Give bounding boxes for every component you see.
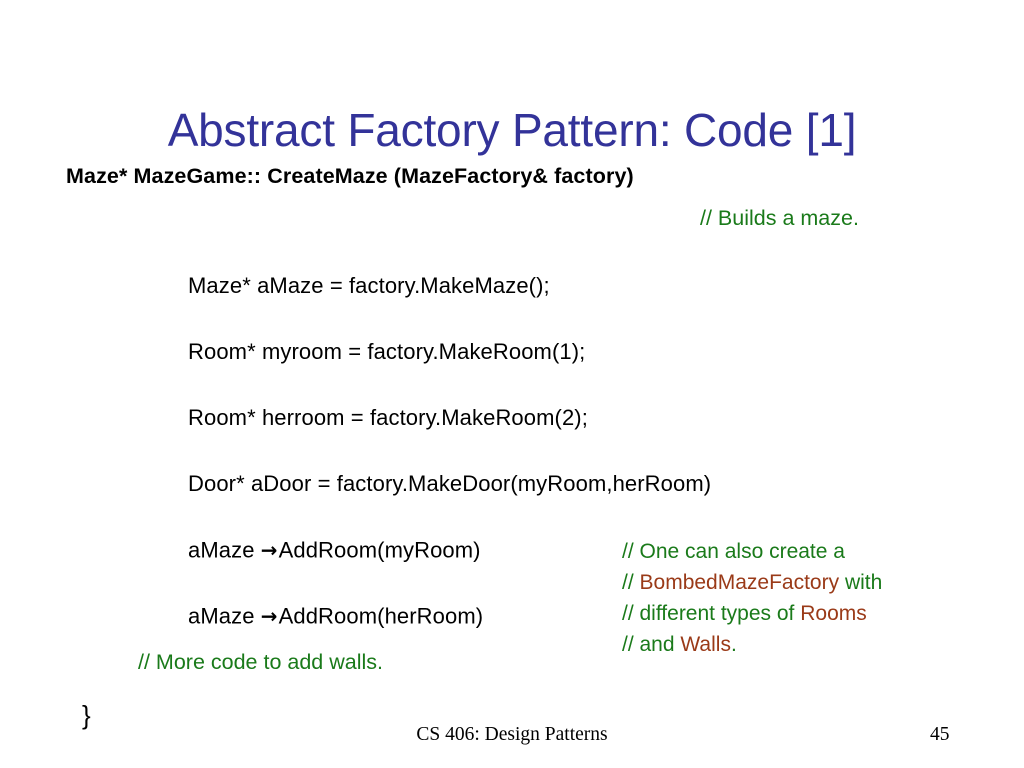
code-line-text: Door* aDoor = factory.MakeDoor(myRoom,he… (188, 471, 712, 496)
code-line-text: Room* herroom = factory.MakeRoom(2); (188, 405, 588, 430)
comment-text: . (730, 633, 737, 656)
comment-bombed-maze-factory: // One can also create a // BombedMazeFa… (622, 536, 882, 660)
code-line: aMaze →AddRoom(myRoom) (188, 536, 888, 602)
right-arrow-icon: → (260, 538, 278, 562)
code-line-text: Maze* aMaze = factory.MakeMaze(); (188, 273, 550, 298)
code-line: Maze* aMaze = factory.MakeMaze(); (188, 272, 888, 338)
footer-page-number: 45 (930, 724, 950, 745)
comment-line: // BombedMazeFactory with (622, 567, 882, 598)
closing-brace: } (82, 700, 91, 730)
code-line-receiver: aMaze (188, 603, 261, 629)
comment-text: // different types of (622, 602, 801, 625)
comment-text: with (839, 571, 883, 594)
comment-emphasis: BombedMazeFactory (639, 571, 840, 594)
code-block: Maze* aMaze = factory.MakeMaze(); Room* … (188, 272, 888, 668)
code-line: Room* myroom = factory.MakeRoom(1); (188, 338, 888, 404)
comment-emphasis: Walls (680, 633, 731, 656)
code-line-call: AddRoom(herRoom) (278, 603, 484, 629)
comment-text: // and (622, 633, 681, 656)
right-arrow-icon: → (260, 604, 278, 628)
comment-line: // and Walls. (622, 629, 882, 660)
comment-line: // different types of Rooms (622, 598, 882, 629)
comment-builds-a-maze: // Builds a maze. (700, 206, 859, 230)
comment-line: // One can also create a (622, 536, 882, 567)
code-line: aMaze →AddRoom(herRoom) (188, 602, 888, 668)
comment-text: // One can also create a (622, 540, 845, 563)
comment-text: // (622, 571, 640, 594)
code-line-call: AddRoom(myRoom) (278, 537, 481, 563)
comment-emphasis: Rooms (800, 602, 867, 625)
comment-more-code-to-add-walls: // More code to add walls. (138, 650, 383, 674)
page-title: Abstract Factory Pattern: Code [1] (167, 103, 857, 156)
code-line: Room* herroom = factory.MakeRoom(2); (188, 404, 888, 470)
method-signature: Maze* MazeGame:: CreateMaze (MazeFactory… (66, 164, 634, 188)
footer-course-label: CS 406: Design Patterns (416, 724, 608, 745)
code-line: Door* aDoor = factory.MakeDoor(myRoom,he… (188, 470, 888, 536)
code-line-receiver: aMaze (188, 537, 261, 563)
code-line-text: Room* myroom = factory.MakeRoom(1); (188, 339, 586, 364)
